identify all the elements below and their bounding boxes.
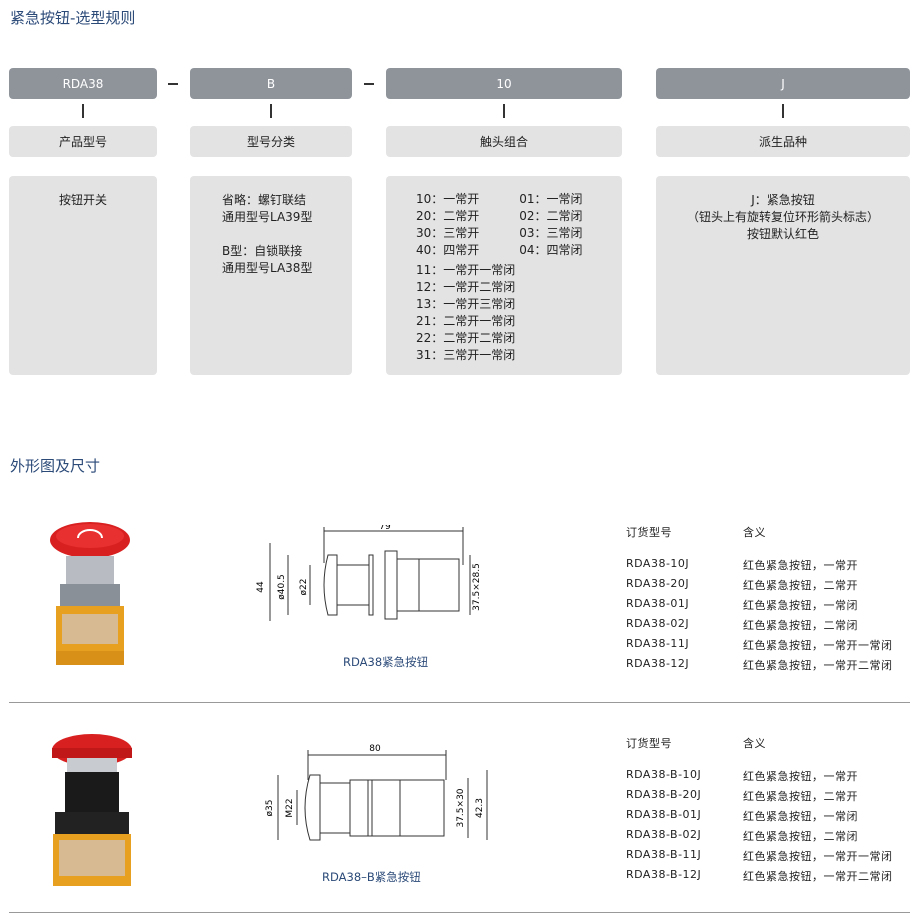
dim-length: 80	[369, 744, 381, 754]
desc-variant: J：紧急按钮 （钮头上有旋转复位环形箭头标志） 按钮默认红色	[656, 176, 910, 375]
contact-option: 10：一常开	[416, 192, 480, 206]
desc-text: J：紧急按钮	[751, 193, 815, 207]
code-segment-model: RDA38	[9, 68, 157, 99]
drawing-caption: RDA38–B紧急按钮	[322, 870, 421, 884]
section-title-dimensions: 外形图及尺寸	[10, 457, 101, 475]
desc-text: 省略：螺钉联结	[222, 193, 307, 207]
connector-line	[82, 104, 84, 118]
dim-diameter: ø35	[265, 800, 275, 817]
separator-dash	[364, 83, 374, 85]
contact-option: 04：四常闭	[519, 243, 583, 257]
divider	[9, 912, 910, 913]
row-order-code: RDA38-B-11J	[626, 848, 702, 861]
label-product-model: 产品型号	[9, 126, 157, 157]
row-meaning: 红色紧急按钮，一常开二常闭	[743, 870, 893, 883]
dim-length: 79	[379, 525, 391, 532]
page-title: 紧急按钮-选型规则	[10, 9, 136, 27]
row-order-code: RDA38-B-20J	[626, 788, 702, 801]
row-meaning: 红色紧急按钮，二常闭	[743, 830, 858, 843]
row-order-code: RDA38-B-02J	[626, 828, 702, 841]
row-meaning: 红色紧急按钮，二常开	[743, 579, 858, 592]
table-header-order-code: 订货型号	[626, 737, 672, 750]
row-order-code: RDA38-B-12J	[626, 868, 702, 881]
row-order-code: RDA38-11J	[626, 637, 690, 650]
dim-thread: M22	[285, 798, 295, 817]
dimension-drawing-rda38: 79 44 ø40.5 ø22 37.5×28.5	[256, 525, 482, 621]
desc-text: B型：自锁联接	[222, 244, 303, 258]
dim-diameter: ø40.5	[277, 574, 287, 600]
code-segment-contacts: 10	[386, 68, 622, 99]
drawing-caption: RDA38紧急按钮	[343, 655, 429, 669]
row-order-code: RDA38-B-01J	[626, 808, 702, 821]
row-order-code: RDA38-10J	[626, 557, 690, 570]
table-header-meaning: 含义	[743, 737, 766, 750]
contact-option: 01：一常闭	[519, 192, 583, 206]
row-meaning: 红色紧急按钮，一常开一常闭	[743, 639, 893, 652]
dim-body: 37.5×28.5	[472, 563, 482, 611]
desc-text: 按钮开关	[58, 193, 107, 207]
product-photo-rda38	[50, 522, 130, 665]
contact-option: 02：二常闭	[519, 209, 583, 223]
contact-option: 12：一常开二常闭	[416, 280, 516, 294]
contact-option: 13：一常开三常闭	[416, 297, 516, 311]
desc-text: 通用型号LA38型	[222, 261, 313, 275]
desc-contact-combo: 10：一常开 20：二常开 30：三常开 40：四常开 01：一常闭 02：二常闭 03：…	[386, 176, 622, 375]
row-order-code: RDA38-20J	[626, 577, 690, 590]
row-order-code: RDA38-01J	[626, 597, 690, 610]
desc-product-model: 按钮开关	[9, 176, 157, 375]
row-meaning: 红色紧急按钮，一常闭	[743, 810, 858, 823]
contact-option: 11：一常开一常闭	[416, 263, 516, 277]
dim-height: 44	[256, 581, 266, 593]
table-header-meaning: 含义	[743, 526, 766, 539]
row-order-code: RDA38-12J	[626, 657, 690, 670]
desc-model-type: 省略：螺钉联结 通用型号LA39型 B型：自锁联接 通用型号LA38型	[190, 176, 352, 375]
contact-option: 22：二常开二常闭	[416, 331, 516, 345]
divider	[9, 702, 910, 703]
contact-option: 20：二常开	[416, 209, 480, 223]
desc-text: 通用型号LA39型	[222, 210, 313, 224]
dimension-drawing-rda38-b: 80 ø35 M22 37.5×30 42.3	[265, 744, 488, 841]
row-meaning: 红色紧急按钮，一常开	[743, 770, 858, 783]
dim-body: 37.5×30	[456, 788, 466, 827]
contact-option: 03：三常闭	[519, 226, 583, 240]
connector-line	[503, 104, 505, 118]
label-variant: 派生品种	[656, 126, 910, 157]
separator-dash	[168, 83, 178, 85]
row-meaning: 红色紧急按钮，二常开	[743, 790, 858, 803]
contact-option: 21：二常开一常闭	[416, 314, 516, 328]
row-meaning: 红色紧急按钮，一常闭	[743, 599, 858, 612]
contact-option: 30：三常开	[416, 226, 480, 240]
dim-diameter: ø22	[299, 579, 309, 596]
desc-text: 按钮默认红色	[746, 227, 819, 241]
connector-line	[270, 104, 272, 118]
row-meaning: 红色紧急按钮，二常闭	[743, 619, 858, 632]
row-order-code: RDA38-02J	[626, 617, 690, 630]
row-meaning: 红色紧急按钮，一常开二常闭	[743, 659, 893, 672]
label-contact-combo: 触头组合	[386, 126, 622, 157]
row-meaning: 红色紧急按钮，一常开	[743, 559, 858, 572]
product-photo-rda38-b	[52, 734, 132, 886]
row-meaning: 红色紧急按钮，一常开一常闭	[743, 850, 893, 863]
code-segment-variant: J	[656, 68, 910, 99]
contact-option: 31：三常开一常闭	[416, 348, 516, 362]
label-model-type: 型号分类	[190, 126, 352, 157]
contact-option: 40：四常开	[416, 243, 480, 257]
table-header-order-code: 订货型号	[626, 526, 672, 539]
code-segment-type: B	[190, 68, 352, 99]
dim-height: 42.3	[475, 798, 485, 818]
connector-line	[782, 104, 784, 118]
row-order-code: RDA38-B-10J	[626, 768, 702, 781]
desc-text: （钮头上有旋转复位环形箭头标志）	[686, 210, 879, 224]
